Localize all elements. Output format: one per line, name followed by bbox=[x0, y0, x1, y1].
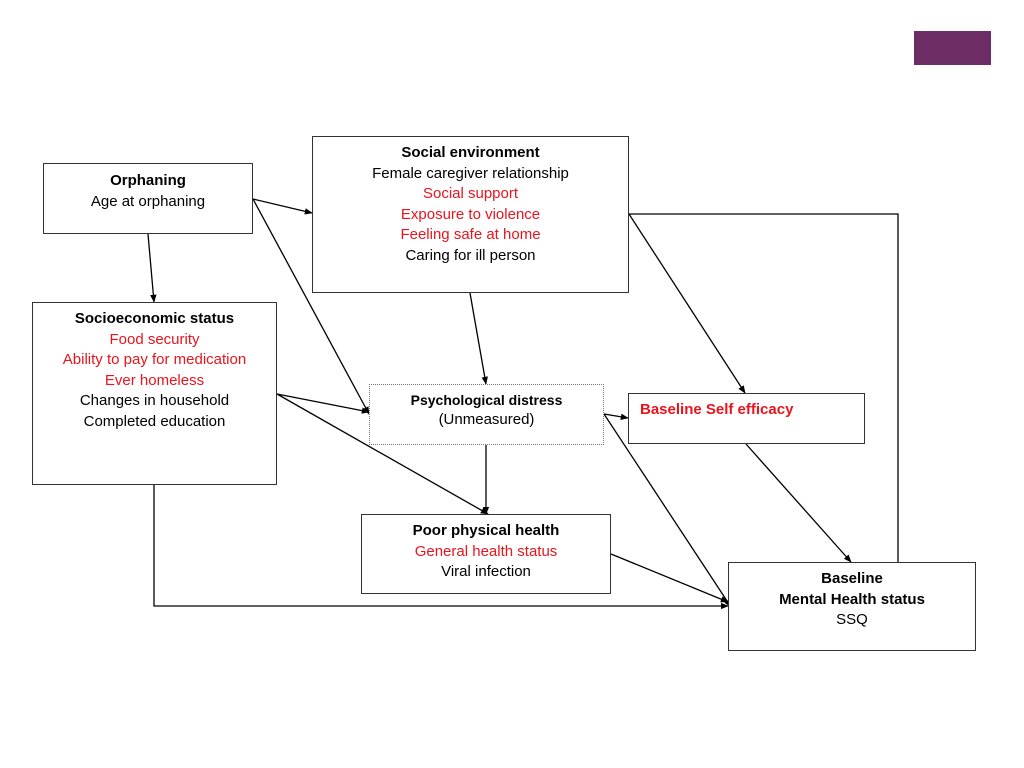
arrow-psych-to-efficacy bbox=[603, 413, 629, 420]
arrow-orphaning-to-ses bbox=[147, 233, 157, 303]
social-caring-ill: Caring for ill person bbox=[405, 246, 536, 264]
ses-ever-homeless: Ever homeless bbox=[104, 371, 205, 389]
orphaning-age: Age at orphaning bbox=[90, 192, 206, 210]
social-environment-title: Social environment bbox=[401, 144, 540, 161]
social-support: Social support bbox=[422, 185, 519, 202]
baseline-mental-health-box: Baseline Mental Health status SSQ bbox=[728, 562, 976, 651]
physical-viral-infection: Viral infection bbox=[441, 563, 531, 580]
physical-general-health: General health status bbox=[414, 542, 558, 560]
arrow-orphaning-to-psych bbox=[252, 198, 370, 415]
physical-title: Poor physical health bbox=[412, 522, 560, 539]
social-environment-box: Social environment Female caregiver rela… bbox=[312, 136, 629, 293]
arrow-ses-to-psych bbox=[276, 393, 370, 414]
poor-physical-health-box: Poor physical health General health stat… bbox=[361, 514, 611, 594]
orphaning-title: Orphaning bbox=[110, 172, 186, 189]
efficacy-title: Baseline Self efficacy bbox=[640, 401, 794, 418]
arrow-social-to-baseline bbox=[629, 213, 902, 571]
baseline-subtitle: Mental Health status bbox=[779, 590, 925, 608]
baseline-title: Baseline bbox=[821, 570, 883, 587]
social-feeling-safe: Feeling safe at home bbox=[400, 226, 541, 243]
baseline-self-efficacy-box: Baseline Self efficacy bbox=[628, 393, 865, 444]
psych-unmeasured: (Unmeasured) bbox=[438, 411, 535, 428]
social-female-caregiver: Female caregiver relationship bbox=[372, 164, 569, 182]
psych-title: Psychological distress bbox=[410, 392, 563, 408]
orphaning-box: Orphaning Age at orphaning bbox=[43, 163, 253, 234]
arrow-ses-to-physical bbox=[276, 393, 489, 515]
arrow-psych-to-baseline bbox=[603, 413, 732, 608]
arrow-ses-to-baseline bbox=[153, 485, 729, 610]
ses-food-security: Food security bbox=[109, 330, 200, 348]
ses-title: Socioeconomic status bbox=[74, 310, 235, 327]
arrow-social-to-efficacy bbox=[628, 213, 746, 394]
ses-changes-household: Changes in household bbox=[79, 392, 230, 409]
arrow-physical-to-baseline bbox=[610, 553, 729, 603]
baseline-ssq: SSQ bbox=[836, 611, 868, 628]
arrow-efficacy-to-baseline bbox=[745, 443, 852, 563]
arrow-social-to-psych bbox=[469, 292, 488, 385]
arrow-orphaning-to-social bbox=[252, 198, 313, 215]
ses-ability-pay: Ability to pay for medication bbox=[62, 351, 247, 368]
psychological-distress-box: Psychological distress (Unmeasured) bbox=[369, 384, 604, 445]
social-exposure-violence: Exposure to violence bbox=[400, 205, 541, 223]
socioeconomic-status-box: Socioeconomic status Food security Abili… bbox=[32, 302, 277, 485]
accent-rectangle bbox=[914, 31, 991, 65]
ses-completed-education: Completed education bbox=[83, 412, 226, 430]
